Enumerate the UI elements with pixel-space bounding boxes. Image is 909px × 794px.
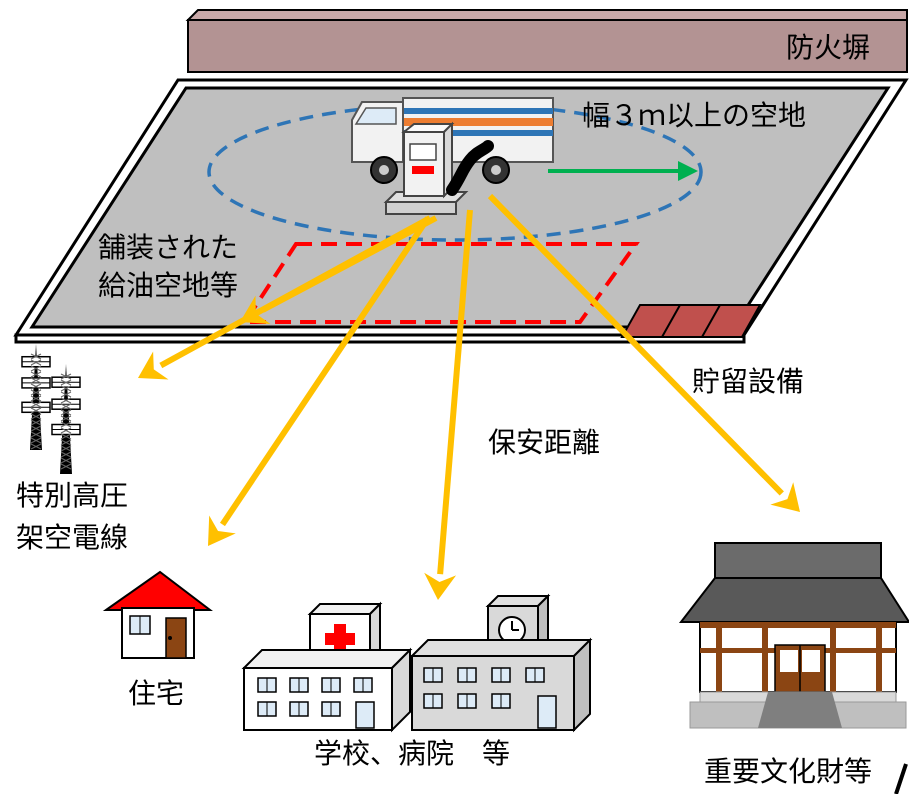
firewall [185, 9, 908, 73]
hospital-door [355, 701, 375, 729]
tower [51, 364, 81, 474]
paved-area-label-line1: 舗装された [98, 231, 239, 264]
storage-facility [620, 304, 762, 338]
tower [21, 344, 51, 450]
station-ground [13, 78, 909, 344]
arrow-to-house [208, 216, 431, 546]
temple-icon [678, 542, 909, 729]
transmission-tower-icon [21, 344, 81, 474]
paved-area-label-line2: 給油空地等 [98, 269, 239, 302]
school-windows [423, 667, 557, 729]
firewall-label: 防火塀 [786, 31, 871, 64]
hospital-windows [257, 677, 375, 729]
house-icon [102, 570, 213, 659]
vacant-land-label: 幅３ｍ以上の空地 [582, 99, 807, 132]
width-arrow [548, 161, 698, 181]
tanker-truck-icon [351, 97, 554, 184]
house-label: 住宅 [128, 677, 185, 710]
vacant-land-circle [207, 102, 703, 242]
school-hospital-label: 学校、病院 等 [314, 737, 511, 770]
arrow-to-power-line [138, 215, 432, 380]
school-door [537, 695, 557, 729]
paved-area-outline [241, 242, 640, 324]
school-icon [409, 593, 593, 733]
cultural-property-label: 重要文化財等 [704, 755, 873, 788]
safety-distance-label: 保安距離 [488, 426, 601, 459]
power-line-label-line1: 特別高圧 [16, 479, 129, 512]
arrow-to-school [424, 209, 473, 600]
arrow-to-cultural-property [487, 193, 800, 512]
safety-distance-arrows [138, 193, 800, 600]
storage-label: 貯留設備 [692, 365, 805, 398]
corner-slash [894, 763, 908, 794]
fuel-dispenser-icon [383, 121, 494, 215]
power-line-label-line2: 架空電線 [16, 521, 129, 554]
